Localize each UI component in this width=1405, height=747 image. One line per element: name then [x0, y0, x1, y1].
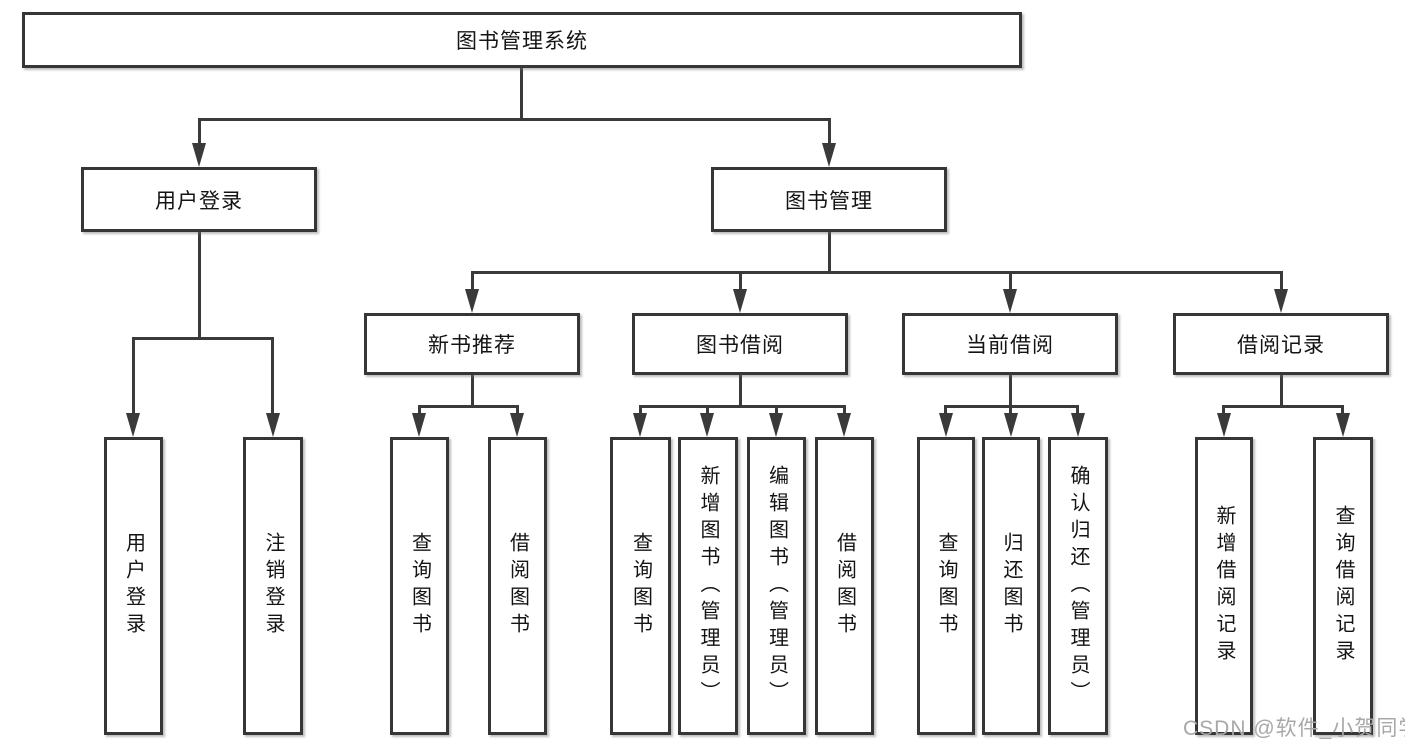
arrow-down	[633, 413, 647, 437]
connector-stub	[516, 405, 519, 415]
connector-stub	[271, 337, 274, 415]
leaf-borrow-book-2-label: 借阅图书	[833, 532, 856, 640]
connector-rail	[639, 405, 846, 408]
arrow-down	[822, 143, 836, 167]
leaf-edit-book-admin: 编辑图书（管理员）	[747, 437, 806, 735]
connector-stub	[843, 405, 846, 415]
leaf-borrow-book-1: 借阅图书	[488, 437, 547, 735]
connector-stub	[828, 118, 831, 146]
connector-stub	[1280, 271, 1283, 291]
connector-stub	[828, 232, 831, 271]
leaf-logout-label: 注销登录	[262, 532, 284, 640]
leaf-user-login: 用户登录	[104, 437, 163, 735]
leaf-query-book-1-label: 查询图书	[408, 532, 431, 640]
node-book-borrow-label: 图书借阅	[696, 334, 784, 357]
arrow-down	[126, 413, 140, 437]
arrow-down	[939, 413, 953, 437]
connector-stub	[775, 405, 778, 415]
node-book-management: 图书管理	[711, 167, 947, 232]
arrow-down	[412, 413, 426, 437]
leaf-user-login-label: 用户登录	[122, 532, 145, 640]
leaf-query-borrow-record-label: 查询借阅记录	[1332, 505, 1354, 667]
arrow-down	[1003, 289, 1017, 313]
node-book-borrow: 图书借阅	[632, 313, 848, 375]
arrow-down	[266, 413, 280, 437]
leaf-borrow-book-1-label: 借阅图书	[506, 532, 529, 640]
leaf-add-borrow-record: 新增借阅记录	[1195, 437, 1253, 735]
arrow-down	[1274, 289, 1288, 313]
leaf-add-book-admin-label: 新增图书（管理员）	[697, 464, 719, 708]
node-borrow-records-label: 借阅记录	[1237, 334, 1325, 357]
leaf-borrow-book-2: 借阅图书	[815, 437, 874, 735]
leaf-return-book-label: 归还图书	[1000, 532, 1022, 640]
arrow-down	[1004, 413, 1018, 437]
connector-stub	[1009, 375, 1012, 405]
connector-stub	[944, 405, 947, 415]
arrow-down	[1336, 413, 1350, 437]
leaf-query-borrow-record: 查询借阅记录	[1313, 437, 1373, 735]
connector-stub	[1076, 405, 1079, 415]
node-borrow-records: 借阅记录	[1173, 313, 1389, 375]
connector-rail	[132, 337, 274, 340]
arrow-down	[1217, 413, 1231, 437]
connector-stub	[739, 271, 742, 291]
leaf-add-borrow-record-label: 新增借阅记录	[1213, 505, 1235, 667]
node-current-borrow: 当前借阅	[902, 313, 1118, 375]
connector-stub	[471, 271, 474, 291]
node-user-login: 用户登录	[81, 167, 317, 232]
leaf-confirm-return-admin: 确认归还（管理员）	[1048, 437, 1108, 735]
connector-stub	[739, 375, 742, 405]
arrow-down	[192, 143, 206, 167]
node-new-book-recommend: 新书推荐	[364, 313, 580, 375]
connector-stub	[639, 405, 642, 415]
connector-stub	[1341, 405, 1344, 415]
node-new-book-recommend-label: 新书推荐	[428, 334, 516, 357]
connector-stub	[706, 405, 709, 415]
node-root: 图书管理系统	[22, 12, 1022, 68]
leaf-query-book-2-label: 查询图书	[629, 532, 652, 640]
leaf-logout: 注销登录	[243, 437, 303, 735]
connector-stub	[198, 118, 201, 146]
arrow-down	[1071, 413, 1085, 437]
connector-stub	[1009, 405, 1012, 415]
connector-stub	[1280, 375, 1283, 405]
connector-stub	[1009, 271, 1012, 291]
arrow-down	[837, 413, 851, 437]
connector-level1-rail	[198, 118, 831, 121]
connector-stub	[471, 375, 474, 405]
connector-level2-rail	[471, 271, 1283, 274]
watermark: CSDN @软件_小贺同学	[1183, 717, 1405, 740]
node-current-borrow-label: 当前借阅	[966, 334, 1054, 357]
leaf-query-book-2: 查询图书	[610, 437, 671, 735]
connector-rail	[418, 405, 519, 408]
node-book-management-label: 图书管理	[785, 189, 873, 213]
connector-stub	[198, 232, 201, 337]
arrow-down	[769, 413, 783, 437]
leaf-edit-book-admin-label: 编辑图书（管理员）	[765, 464, 788, 708]
node-root-label: 图书管理系统	[456, 30, 588, 53]
arrow-down	[733, 289, 747, 313]
leaf-return-book: 归还图书	[982, 437, 1040, 735]
leaf-query-book-1: 查询图书	[390, 437, 449, 735]
arrow-down	[510, 413, 524, 437]
arrow-down	[700, 413, 714, 437]
node-user-login-label: 用户登录	[155, 189, 243, 213]
leaf-query-book-3-label: 查询图书	[935, 532, 957, 640]
connector-rail	[1222, 405, 1344, 408]
connector-root-stub	[520, 68, 523, 118]
connector-stub	[1222, 405, 1225, 415]
connector-stub	[132, 337, 135, 415]
leaf-confirm-return-admin-label: 确认归还（管理员）	[1067, 464, 1089, 708]
connector-stub	[418, 405, 421, 415]
leaf-query-book-3: 查询图书	[917, 437, 975, 735]
arrow-down	[465, 289, 479, 313]
leaf-add-book-admin: 新增图书（管理员）	[678, 437, 738, 735]
